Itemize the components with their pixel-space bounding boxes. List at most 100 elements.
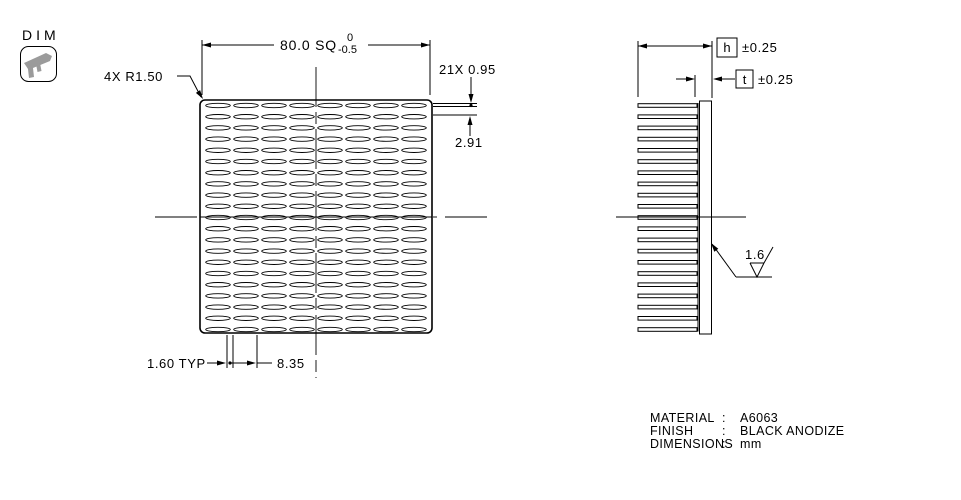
fin-slot (233, 248, 259, 254)
thickness-symbol-box (735, 69, 754, 89)
fin-slot (345, 136, 371, 142)
fin-slot (317, 270, 343, 277)
fin-slot (289, 114, 315, 120)
fin-slot (261, 125, 287, 131)
thickness-tol-text: ±0.25 (758, 72, 793, 87)
fin-slot (289, 237, 315, 243)
surface-finish-value: 1.6 (745, 247, 765, 262)
fin-slot (233, 170, 259, 176)
fin-slot (233, 214, 259, 221)
fin-slot (261, 102, 287, 109)
fin-slot (289, 203, 315, 209)
fin-slot (317, 181, 343, 187)
note-value: BLACK ANODIZE (740, 424, 845, 438)
fin-profile (637, 327, 698, 332)
fin-slot (261, 214, 287, 221)
fin-slot (233, 102, 259, 109)
dim-badge-label: DIM (22, 27, 60, 43)
fin-slot (373, 304, 399, 310)
fin-slot (289, 125, 315, 131)
fin-slot (289, 214, 315, 221)
fin-slot (401, 102, 427, 109)
fin-profile (637, 237, 698, 243)
fin-count-text: 21X 0.95 (439, 62, 496, 77)
fin-slot (205, 114, 231, 120)
fin-slot (233, 270, 259, 277)
fin-slot (205, 282, 231, 288)
dim-badge-frame (20, 46, 57, 82)
thickness-symbol: t (743, 72, 747, 87)
fin-slot (205, 158, 231, 165)
fin-slot (401, 214, 427, 221)
fin-slot (261, 293, 287, 299)
fin-slot (289, 181, 315, 187)
fin-slot (205, 248, 231, 254)
fin-slot (401, 259, 427, 265)
fin-slot (345, 114, 371, 120)
fin-slot (205, 315, 231, 321)
fin-slot (205, 214, 231, 221)
fin-slot (317, 326, 343, 333)
fin-slot (289, 304, 315, 310)
caliper-icon (24, 53, 52, 78)
fin-slot (401, 147, 427, 153)
fin-pitch-text: 1.60 TYP (147, 356, 206, 371)
fin-slot (373, 192, 399, 198)
fin-slot (373, 315, 399, 321)
height-dimension: h ±0.25 (637, 37, 777, 98)
fin-profile (637, 148, 698, 153)
fin-slot (205, 203, 231, 209)
fin-slot (401, 248, 427, 254)
fin-slot (205, 136, 231, 142)
fin-profile (637, 260, 698, 265)
note-label: FINISH (650, 424, 693, 438)
fin-slot (345, 192, 371, 198)
fin-slot (289, 248, 315, 254)
fin-slot (233, 226, 259, 232)
fin-slot (401, 170, 427, 176)
fin-slot (401, 293, 427, 299)
fin-slot (205, 270, 231, 277)
fin-slot (401, 326, 427, 333)
fin-slot (373, 147, 399, 153)
fin-profile (637, 316, 698, 321)
fin-slot (373, 114, 399, 120)
fin-slot (345, 270, 371, 277)
fin-slot (373, 259, 399, 265)
fin-slot (317, 237, 343, 243)
fin-slot (289, 136, 315, 142)
fin-slot (373, 181, 399, 187)
fin-slot (261, 248, 287, 254)
fin-slot (289, 282, 315, 288)
fin-slot (373, 237, 399, 243)
fin-profile (637, 282, 698, 287)
fin-slot (233, 114, 259, 120)
fin-slot (233, 259, 259, 265)
fin-slot (289, 170, 315, 176)
fin-slot (401, 315, 427, 321)
fin-slot (233, 125, 259, 131)
fin-slot (401, 226, 427, 232)
fin-slot (345, 203, 371, 209)
fin-slot (317, 125, 343, 131)
fin-slot-grid (205, 102, 427, 333)
fin-slot (401, 270, 427, 277)
fin-profile (637, 114, 698, 120)
fin-profile (637, 159, 698, 164)
fin-slot (233, 158, 259, 165)
fin-slot (345, 102, 371, 109)
fin-slot (373, 102, 399, 109)
fin-slot (373, 214, 399, 221)
fin-slot (233, 315, 259, 321)
width-dimension: 80.0 SQ 0 -0.5 (201, 32, 431, 95)
fin-slot (261, 114, 287, 120)
fin-slot (401, 125, 427, 131)
note-sep: : (722, 437, 726, 451)
fin-slot (233, 293, 259, 299)
fin-slot (345, 125, 371, 131)
fin-slot (233, 203, 259, 209)
fin-slot (233, 237, 259, 243)
note-label: DIMENSIONS (650, 437, 733, 451)
fin-slot (261, 136, 287, 142)
width-tol-upper: 0 (347, 32, 353, 44)
